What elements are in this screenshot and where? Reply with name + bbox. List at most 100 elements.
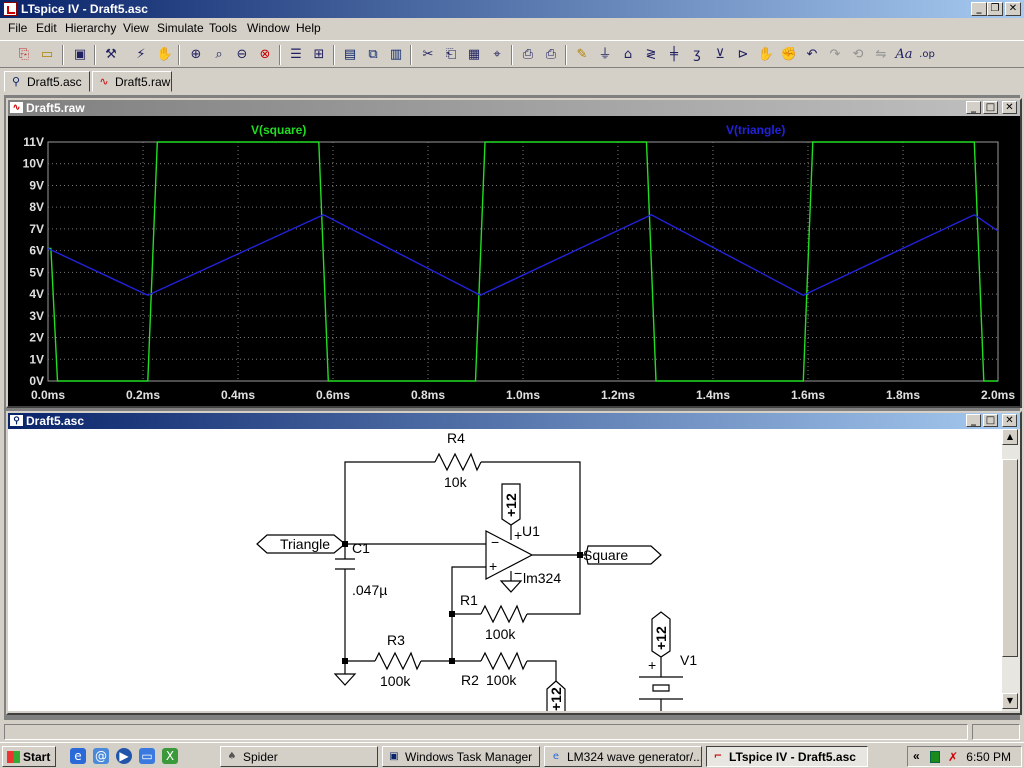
trace-label-v-triangle[interactable]: V(triangle) — [726, 123, 785, 137]
trace-label-v-square[interactable]: V(square) — [251, 123, 306, 137]
task-lm324-browser[interactable]: e LM324 wave generator/... — [544, 746, 702, 767]
resistor-r2[interactable] — [480, 651, 528, 671]
supply-flag-v1[interactable] — [651, 611, 671, 658]
trace-v-triangle[interactable] — [47, 213, 999, 296]
capacitor-icon[interactable]: ╪ — [670, 47, 678, 62]
r2-ref-label[interactable]: R2 — [461, 672, 479, 688]
menu-file[interactable]: File — [8, 21, 28, 35]
text-icon[interactable]: Aa — [895, 47, 913, 62]
excel-icon[interactable]: X — [162, 748, 178, 764]
tab-draft5-asc[interactable]: ⚲ Draft5.asc — [4, 71, 90, 92]
minimize-button[interactable]: _ — [971, 2, 987, 16]
schematic-close-button[interactable]: ✕ — [1002, 414, 1017, 427]
resistor-r3[interactable] — [374, 651, 422, 671]
internet-explorer-icon[interactable]: e — [70, 748, 86, 764]
wire[interactable] — [451, 566, 486, 661]
r4-value-label[interactable]: 10k — [444, 474, 468, 490]
inductor-icon[interactable]: ʒ — [693, 47, 701, 62]
trace-v-square[interactable] — [48, 141, 998, 382]
draw-wire-icon[interactable]: ✎ — [576, 47, 588, 62]
net-label-flag-square[interactable] — [585, 545, 662, 565]
zoom-area-icon[interactable]: ⌕ — [215, 47, 223, 62]
cut-icon[interactable]: ✂ — [422, 47, 434, 62]
scroll-thumb[interactable] — [1002, 459, 1018, 657]
wire[interactable] — [481, 461, 581, 555]
r4-ref-label[interactable]: R4 — [447, 430, 465, 446]
volume-muted-icon[interactable]: ✗ — [948, 750, 959, 764]
waveform-maximize-button[interactable]: □ — [983, 101, 998, 114]
pan-hand-icon[interactable]: ✋ — [156, 47, 174, 62]
waveform-window-titlebar[interactable]: ∿ Draft5.raw _ □ ✕ — [8, 100, 1020, 116]
label-net-icon[interactable]: ⌂ — [623, 47, 633, 62]
diode-icon[interactable]: ⊻ — [715, 47, 725, 62]
c1-ref-label[interactable]: C1 — [352, 540, 370, 556]
net-label-flag-triangle[interactable] — [256, 534, 346, 554]
restore-button[interactable]: ❐ — [987, 2, 1003, 16]
rotate-icon[interactable]: ⟲ — [852, 47, 864, 62]
menu-help[interactable]: Help — [296, 21, 321, 35]
net-label-square[interactable]: Square — [583, 547, 628, 563]
ground-symbol[interactable] — [499, 580, 523, 593]
close-button[interactable]: ✕ — [1005, 2, 1021, 16]
spice-directive-icon[interactable]: .op — [919, 49, 935, 60]
show-desktop-icon[interactable]: ▭ — [139, 748, 155, 764]
v1-ref-label[interactable]: V1 — [680, 652, 697, 668]
ground-symbol[interactable] — [333, 673, 357, 686]
menu-edit[interactable]: Edit — [36, 21, 57, 35]
schematic-vertical-scrollbar[interactable]: ▲ ▼ — [1002, 429, 1020, 711]
autorange-icon[interactable]: ☰ — [290, 47, 302, 62]
task-spider[interactable]: ♠ Spider — [220, 746, 378, 767]
redo-icon[interactable]: ↷ — [829, 47, 841, 62]
supply-flag-r2[interactable] — [546, 680, 566, 711]
supply-label-r2[interactable]: +12 — [548, 687, 564, 711]
resistor-icon[interactable]: ≷ — [645, 47, 657, 62]
component-icon[interactable]: ⊳ — [737, 47, 749, 62]
r1-ref-label[interactable]: R1 — [460, 592, 478, 608]
schematic-canvas[interactable]: − + + − + R4 10k C1 .047µ U1 lm324 R1 10… — [8, 429, 1002, 711]
drag-icon[interactable]: ✊ — [780, 47, 798, 62]
supply-label-v1[interactable]: +12 — [653, 626, 669, 650]
undo-icon[interactable]: ↶ — [806, 47, 818, 62]
menu-window[interactable]: Window — [247, 21, 290, 35]
r3-ref-label[interactable]: R3 — [387, 632, 405, 648]
zoom-cancel-icon[interactable]: ⊗ — [259, 47, 271, 62]
zoom-out-icon[interactable]: ⊖ — [236, 47, 248, 62]
copy-icon[interactable]: ⎗ — [445, 47, 457, 62]
tile-icon[interactable]: ▥ — [389, 47, 403, 62]
tab-draft5-raw[interactable]: ∿ Draft5.raw — [92, 71, 172, 92]
opamp-u1[interactable] — [485, 530, 534, 580]
scroll-up-button[interactable]: ▲ — [1002, 429, 1018, 445]
supply-flag-u1[interactable] — [501, 483, 521, 526]
wire[interactable] — [344, 461, 435, 544]
tray-expand-button[interactable]: « — [913, 749, 920, 763]
schematic-minimize-button[interactable]: _ — [966, 414, 981, 427]
capacitor-c1[interactable] — [335, 558, 355, 570]
paste-icon[interactable]: ▦ — [467, 47, 481, 62]
u1-value-label[interactable]: lm324 — [523, 570, 561, 586]
r2-value-label[interactable]: 100k — [486, 672, 517, 688]
u1-ref-label[interactable]: U1 — [522, 523, 540, 539]
task-windows-task-manager[interactable]: ▣ Windows Task Manager — [382, 746, 540, 767]
schematic-window-titlebar[interactable]: ⚲ Draft5.asc _ □ ✕ — [8, 413, 1020, 429]
outlook-express-icon[interactable]: @ — [93, 748, 109, 764]
save-icon[interactable]: ▣ — [73, 47, 87, 62]
waveform-close-button[interactable]: ✕ — [1002, 101, 1017, 114]
resistor-r4[interactable] — [434, 452, 482, 472]
wire[interactable] — [527, 555, 581, 615]
cascade-icon[interactable]: ⧉ — [368, 47, 378, 62]
menu-view[interactable]: View — [123, 21, 149, 35]
control-panel-icon[interactable]: ⚒ — [105, 47, 117, 62]
tile-horizontal-icon[interactable]: ▤ — [343, 47, 357, 62]
media-player-icon[interactable]: ▶ — [116, 748, 132, 764]
start-button[interactable]: Start — [2, 746, 56, 767]
scroll-down-button[interactable]: ▼ — [1002, 693, 1018, 709]
schematic-maximize-button[interactable]: □ — [983, 414, 998, 427]
open-schematic-icon[interactable]: ⎘ — [18, 47, 30, 62]
menu-hierarchy[interactable]: Hierarchy — [65, 21, 117, 35]
network-icon[interactable] — [930, 751, 940, 763]
zoom-in-icon[interactable]: ⊕ — [190, 47, 202, 62]
move-icon[interactable]: ✋ — [757, 47, 775, 62]
net-label-triangle[interactable]: Triangle — [280, 536, 330, 552]
ltspice-app-icon[interactable] — [3, 2, 17, 16]
